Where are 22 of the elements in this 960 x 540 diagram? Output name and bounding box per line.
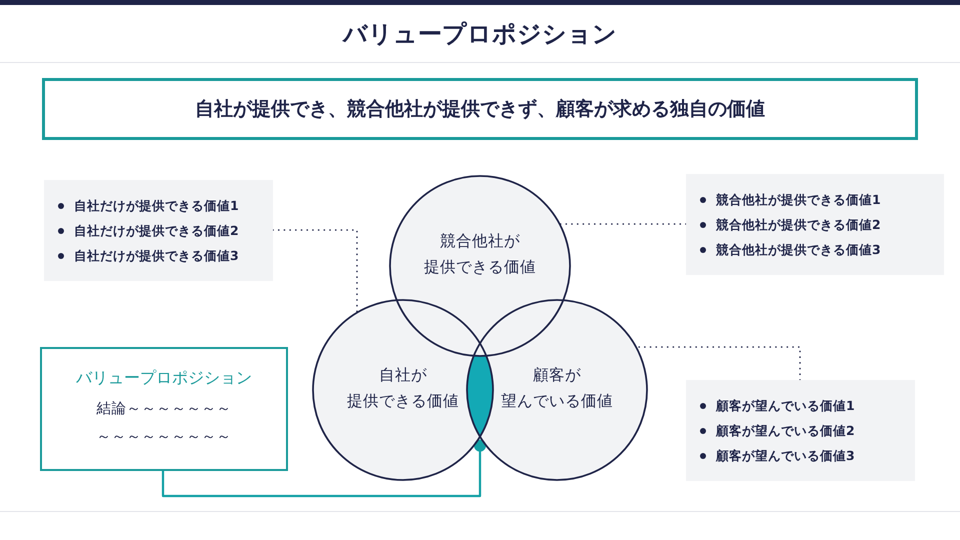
list-item: 自社だけが提供できる価値2	[56, 218, 273, 243]
card-heading: バリュープロポジション	[76, 368, 252, 388]
list-item: 競合他社が提供できる価値3	[698, 237, 944, 262]
list-item: 顧客が望んでいる価値1	[698, 393, 915, 418]
list-item: 顧客が望んでいる価値3	[698, 443, 915, 468]
list-panel	[686, 380, 915, 481]
list-item: 競合他社が提供できる価値2	[698, 212, 944, 237]
list-panel	[686, 174, 944, 275]
highlighted-lens	[467, 356, 493, 437]
circle-label: 競合他社が提供できる価値	[423, 231, 537, 278]
page-title: バリュープロポジション	[343, 20, 617, 48]
definition-banner	[42, 78, 918, 140]
card-body: 結論～～～～～～～～～～～～～～～～	[96, 400, 232, 446]
list-panel	[44, 180, 273, 281]
circle-label: 顧客が望んでいる価値	[500, 365, 614, 412]
circle-label: 自社が提供できる価値	[346, 365, 460, 412]
list-item: 競合他社が提供できる価値1	[698, 187, 944, 212]
summary-card	[40, 347, 288, 471]
banner-text: 自社が提供でき、競合他社が提供できず、顧客が求める独自の価値	[195, 97, 765, 122]
list-item: 顧客が望んでいる価値2	[698, 418, 915, 443]
list-item: 自社だけが提供できる価値1	[56, 193, 273, 218]
list-item: 自社だけが提供できる価値3	[56, 243, 273, 268]
